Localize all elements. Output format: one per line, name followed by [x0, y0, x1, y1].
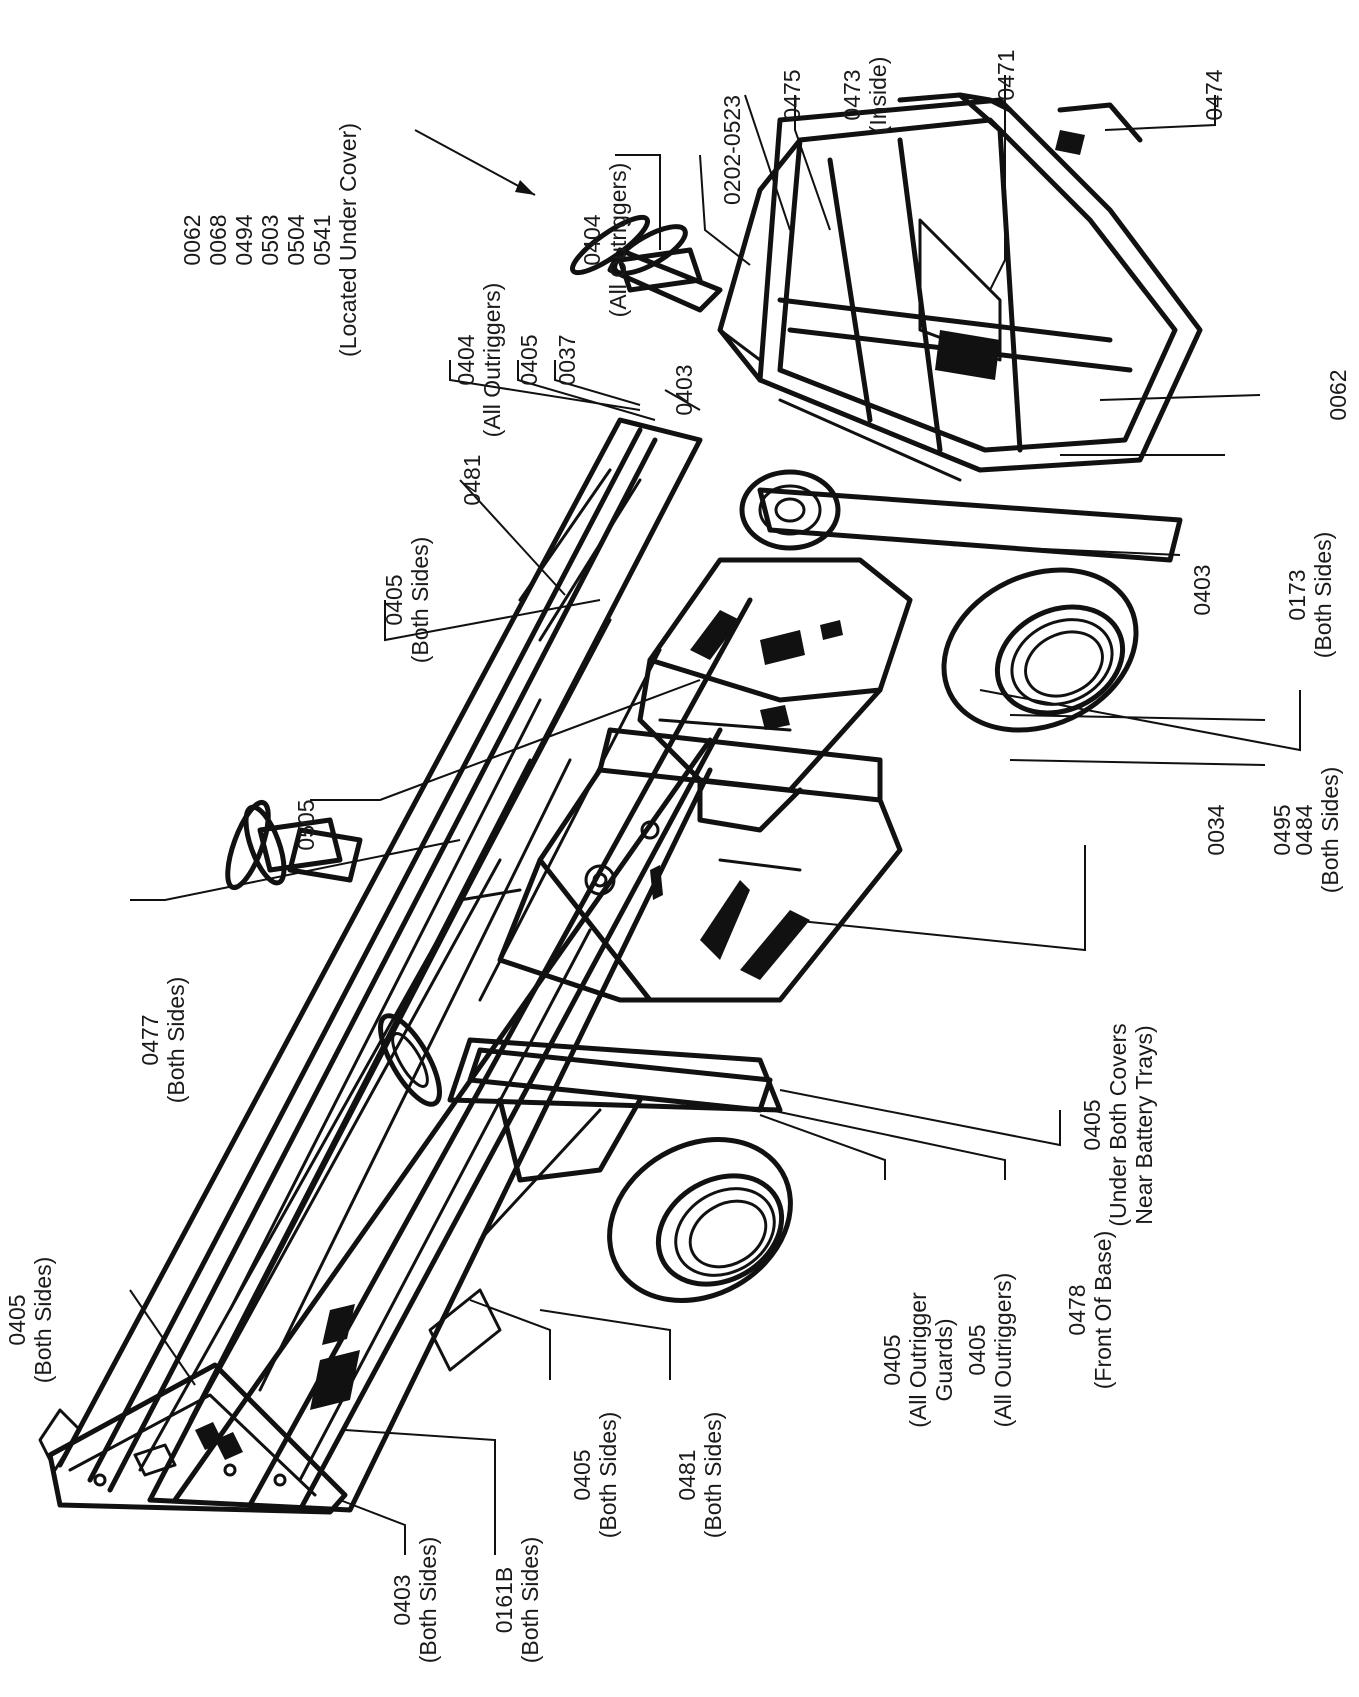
- outriggers: [243, 224, 1183, 1372]
- callout-line: (Both Sides): [595, 1412, 621, 1539]
- callout-line: 0481: [674, 1449, 700, 1500]
- callout-line: (All Outriggers): [605, 163, 631, 318]
- callout-line: (Both Sides): [1310, 532, 1336, 659]
- boom-tip-plate: [38, 1362, 348, 1515]
- callout-line: 0405: [1079, 1099, 1105, 1150]
- callout-line: (Inside): [865, 57, 891, 134]
- callout-line: 0405: [516, 334, 542, 385]
- callout-line: 0504: [283, 214, 309, 265]
- callout-c26: 0405(Both Sides): [4, 1257, 56, 1384]
- callout-line: 0403: [671, 364, 697, 415]
- callout-line: 0403: [389, 1574, 415, 1625]
- callout-c24: 0405(All Outriggers): [964, 1273, 1016, 1428]
- callout-line: 0484: [1291, 804, 1317, 855]
- callout-c25: 0405(All OutriggerGuards): [879, 1292, 957, 1428]
- callout-c13: 0481: [459, 454, 485, 505]
- callout-line: 0495: [1269, 804, 1295, 855]
- front-wheel: [607, 1137, 793, 1303]
- callout-line: 0068: [205, 214, 231, 265]
- callout-line: 0404: [579, 214, 605, 265]
- callout-line: 0062: [179, 214, 205, 265]
- callout-line: 0405: [879, 1334, 905, 1385]
- callout-c6: 0471: [993, 49, 1019, 100]
- callout-line: 0478: [1064, 1284, 1090, 1335]
- callout-line: 0034: [1203, 804, 1229, 855]
- callout-c4: 0475: [779, 69, 805, 120]
- callout-line: 0405: [964, 1324, 990, 1375]
- leader-lines: [129, 75, 1301, 1555]
- callout-line: 0471: [993, 49, 1019, 100]
- callout-c20: 0495: [1269, 804, 1295, 855]
- callout-line: 0475: [779, 69, 805, 120]
- callout-c29: 0161B(Both Sides): [491, 1537, 543, 1664]
- callout-line: (Both Sides): [415, 1537, 441, 1664]
- callout-c12: 0062: [1325, 369, 1351, 420]
- upper-outrigger-pad: [570, 214, 703, 293]
- callout-c23: 0478(Front Of Base): [1064, 1231, 1116, 1389]
- callout-c14: 0405(Both Sides): [381, 537, 433, 664]
- callout-line: (Both Sides): [1317, 767, 1343, 894]
- callout-c5: 0473(Inside): [839, 57, 891, 134]
- callout-line: (Both Sides): [407, 537, 433, 664]
- callout-line: 0477: [137, 1014, 163, 1065]
- rear-outrigger-pad: [225, 799, 343, 891]
- callout-c2: 0404(All Outriggers): [579, 163, 631, 318]
- callout-c19: 0034: [1203, 804, 1229, 855]
- callout-line: (Both Sides): [30, 1257, 56, 1384]
- callout-c27: 0481(Both Sides): [674, 1412, 726, 1539]
- callout-line: 0404: [453, 334, 479, 385]
- callout-line: 0405: [4, 1294, 30, 1345]
- callout-c22: 0405(Under Both CoversNear Battery Trays…: [1079, 1023, 1157, 1226]
- platform-basket: [717, 92, 1203, 482]
- callout-line: 0503: [257, 214, 283, 265]
- callout-line: 0405: [569, 1449, 595, 1500]
- callout-line: (Both Sides): [700, 1412, 726, 1539]
- callout-line: (Under Both Covers: [1105, 1023, 1131, 1226]
- callout-line: 0037: [554, 334, 580, 385]
- callout-c21: 0477(Both Sides): [137, 977, 189, 1104]
- callout-line: 0474: [1201, 69, 1227, 120]
- callout-line: 0173: [1284, 569, 1310, 620]
- callout-c30: 0403(Both Sides): [389, 1537, 441, 1664]
- callout-c17: 0505: [293, 799, 319, 850]
- callout-line: (Front Of Base): [1090, 1231, 1116, 1389]
- callout-line: (Located Under Cover): [335, 123, 361, 357]
- callout-line: 0481: [459, 454, 485, 505]
- callout-line: 0202-0523: [719, 95, 745, 205]
- callout-line: (All Outriggers): [990, 1273, 1016, 1428]
- callout-line: (Both Sides): [163, 977, 189, 1104]
- callout-line: 0405: [381, 574, 407, 625]
- callout-line: Near Battery Trays): [1131, 1025, 1157, 1224]
- callout-c1: 006200680494050305040541(Located Under C…: [179, 123, 361, 357]
- callout-c18: 0484(Both Sides): [1291, 767, 1343, 894]
- callout-labels: 006200680494050305040541(Located Under C…: [4, 49, 1351, 1663]
- callout-line: (Both Sides): [517, 1537, 543, 1664]
- callout-line: 0161B: [491, 1567, 517, 1634]
- callout-c7: 0474: [1201, 69, 1227, 120]
- callout-line: 0505: [293, 799, 319, 850]
- callout-c9: 0405: [516, 334, 542, 385]
- callout-c28: 0405(Both Sides): [569, 1412, 621, 1539]
- callout-line: (All Outriggers): [479, 283, 505, 438]
- callout-c8: 0404(All Outriggers): [453, 283, 505, 438]
- chassis: [447, 727, 903, 1242]
- callout-line: Guards): [931, 1318, 957, 1401]
- rear-wheel: [941, 567, 1139, 733]
- callout-c16: 0403: [1189, 564, 1215, 615]
- callout-line: 0541: [309, 214, 335, 265]
- callout-line: 0494: [231, 214, 257, 265]
- callout-line: (All Outrigger: [905, 1292, 931, 1428]
- boom-lift-illustration: [38, 92, 1203, 1515]
- callout-line: 0062: [1325, 369, 1351, 420]
- callout-c3: 0202-0523: [719, 95, 745, 205]
- callout-line: 0473: [839, 69, 865, 120]
- callout-c10: 0037: [554, 334, 580, 385]
- callout-c15: 0173(Both Sides): [1284, 532, 1336, 659]
- callout-c11: 0403: [671, 364, 697, 415]
- callout-line: 0403: [1189, 564, 1215, 615]
